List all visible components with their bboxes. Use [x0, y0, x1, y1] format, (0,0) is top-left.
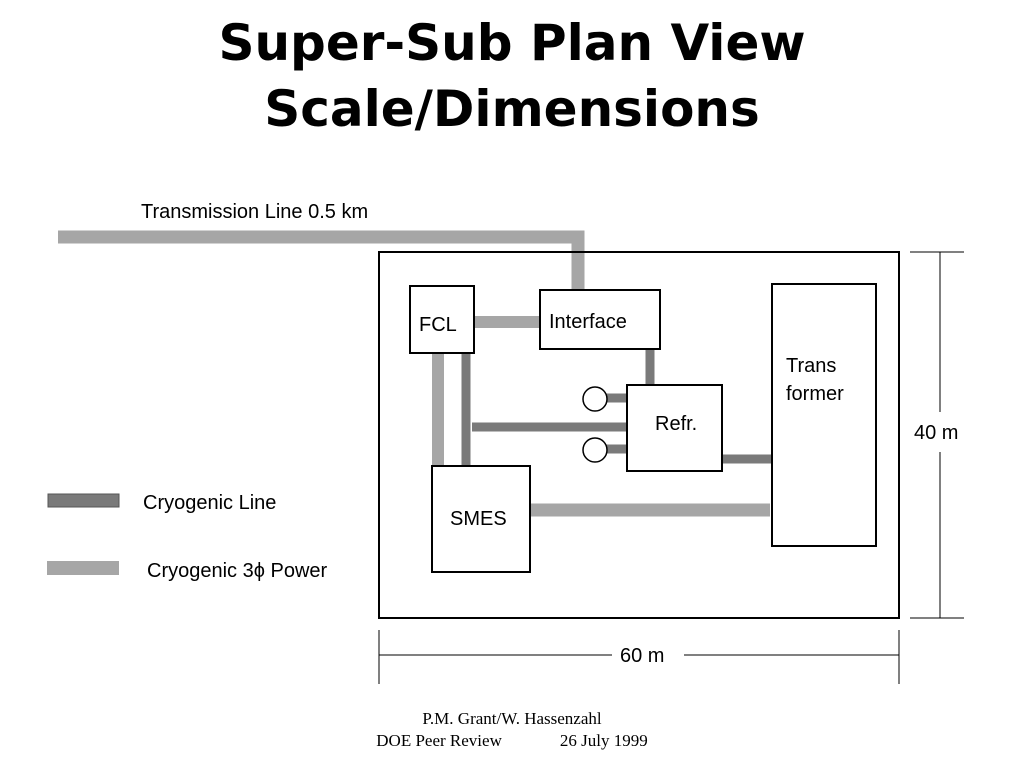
transformer-label-line-2: former	[786, 383, 844, 405]
refrigerator-box	[626, 384, 723, 472]
footer-event-row: DOE Peer Review 26 July 1999	[0, 730, 1024, 752]
legend-label-cryogenic-line: Cryogenic Line	[143, 492, 276, 514]
title-line-1: Super-Sub Plan View	[218, 14, 806, 72]
smes-label: SMES	[450, 508, 507, 530]
slide-footer: P.M. Grant/W. Hassenzahl DOE Peer Review…	[0, 708, 1024, 752]
interface-box	[539, 289, 661, 350]
phi-symbol: ϕ	[254, 560, 265, 582]
legend-power-suffix: Power	[265, 560, 328, 582]
legend-swatch-cryogenic-line	[47, 493, 120, 508]
fcl-box	[409, 285, 475, 354]
interface-label: Interface	[549, 311, 627, 333]
width-dimension-label: 60 m	[620, 645, 664, 667]
plant-boundary	[378, 251, 900, 619]
transformer-box	[771, 283, 877, 547]
pump-icon	[582, 386, 608, 412]
title-line-2: Scale/Dimensions	[264, 80, 760, 138]
transformer-label-line-1: Trans	[786, 355, 836, 377]
fcl-label: FCL	[419, 314, 457, 336]
legend-swatch-cryogenic-power	[47, 561, 119, 575]
footer-date: 26 July 1999	[559, 731, 648, 750]
footer-authors: P.M. Grant/W. Hassenzahl	[422, 709, 602, 728]
refrigerator-label: Refr.	[655, 413, 697, 435]
height-dimension-label: 40 m	[914, 422, 958, 444]
pump-icon	[582, 437, 608, 463]
transmission-line	[58, 230, 585, 290]
slide-title: Super-Sub Plan View Scale/Dimensions	[0, 10, 1024, 142]
smes-box	[431, 465, 531, 573]
transmission-line-label: Transmission Line 0.5 km	[141, 201, 368, 223]
footer-event: DOE Peer Review	[376, 731, 502, 750]
legend-power-prefix: Cryogenic 3	[147, 560, 254, 582]
legend-label-cryogenic-power: Cryogenic 3ϕ Power	[147, 560, 328, 582]
